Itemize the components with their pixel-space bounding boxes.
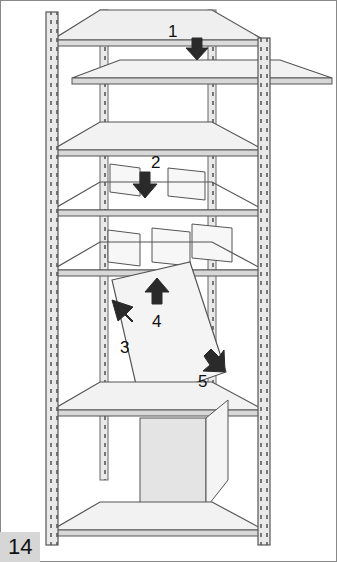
callout-number: 2 [149, 153, 162, 172]
figure-number-box: 14 [0, 532, 40, 562]
callout-number: 5 [196, 372, 209, 391]
callout-number: 3 [118, 338, 131, 357]
figure-number: 14 [8, 536, 40, 558]
callout-number: 1 [166, 22, 179, 41]
motion-arrows [112, 38, 225, 372]
callout-number: 4 [150, 312, 163, 331]
